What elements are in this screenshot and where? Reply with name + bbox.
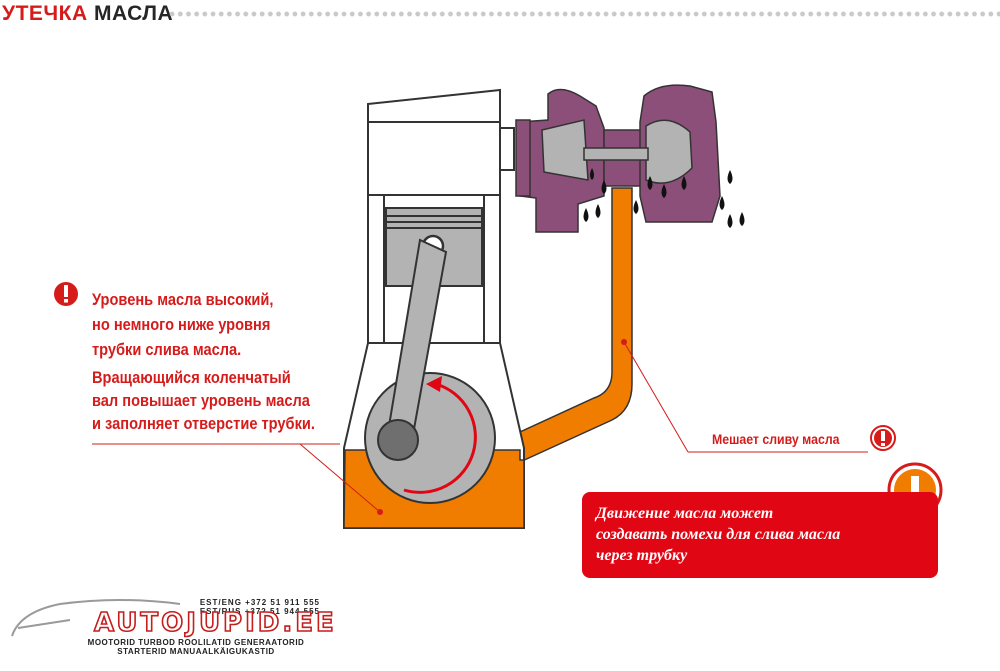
turbo-mount bbox=[515, 119, 531, 197]
exclamation-circle-icon bbox=[54, 282, 78, 306]
oil-drop bbox=[681, 176, 687, 190]
oil-drops bbox=[583, 168, 745, 228]
page-title: УТЕЧКА МАСЛА bbox=[2, 2, 173, 26]
oil-drop bbox=[727, 170, 733, 184]
crank-pin bbox=[377, 419, 419, 461]
oil-drop bbox=[601, 180, 607, 194]
callout-text: Движение масла может создавать помехи дл… bbox=[596, 505, 841, 564]
turbine-wheel bbox=[541, 119, 589, 181]
title-dot-divider bbox=[168, 8, 1000, 20]
oil-drop bbox=[590, 168, 594, 180]
oil-drop bbox=[647, 176, 653, 190]
oil-drop bbox=[719, 196, 725, 210]
note-crankshaft: Вращающийся коленчатый вал повышает уров… bbox=[92, 368, 315, 433]
note-leader-line bbox=[299, 443, 381, 513]
cylinder-head bbox=[367, 121, 501, 196]
leader-dot bbox=[377, 509, 383, 515]
car-silhouette-icon bbox=[11, 599, 181, 637]
oil-drop bbox=[727, 214, 733, 228]
oil-drop bbox=[583, 208, 589, 222]
oil-drop bbox=[595, 204, 601, 218]
drain-leader-line bbox=[623, 341, 689, 453]
head-connector bbox=[499, 127, 515, 171]
oil-drop bbox=[633, 200, 639, 214]
exclamation-circle-icon bbox=[870, 425, 896, 451]
rotation-arrow bbox=[403, 382, 477, 494]
rotation-arrowhead bbox=[426, 376, 442, 392]
contact-phones: EST/ENG +372 51 911 555 EST/RUS +372 51 … bbox=[199, 598, 320, 616]
drain-label: Мешает сливу масла bbox=[712, 431, 840, 447]
brand-logo: AUTOJUPID.EE bbox=[93, 608, 337, 638]
oil-drop bbox=[661, 184, 667, 198]
turbo-shaft bbox=[583, 147, 649, 161]
leader-dot bbox=[621, 339, 627, 345]
callout-box bbox=[582, 492, 938, 578]
compressor-wheel bbox=[645, 119, 693, 184]
brand-subtitle: MOOTORID TURBOD ROOLILATID GENERAATORID … bbox=[87, 638, 305, 656]
oil-drop bbox=[739, 212, 745, 226]
title-part-dark: МАСЛА bbox=[93, 2, 174, 25]
note-oil-level: Уровень масла высокий, но немного ниже у… bbox=[92, 290, 274, 359]
title-part-red: УТЕЧКА bbox=[2, 2, 88, 25]
turbocharger bbox=[515, 84, 721, 233]
